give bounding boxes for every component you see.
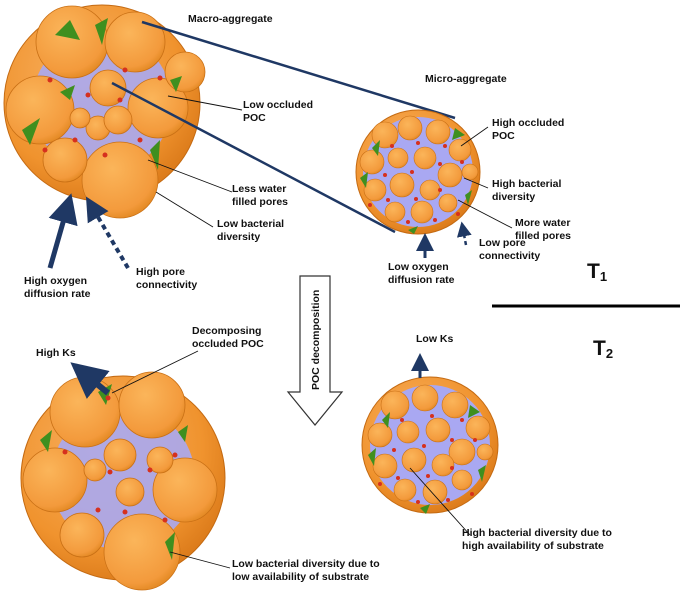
leader-low-occluded-poc (167, 95, 243, 111)
leader-less-water (147, 159, 233, 193)
label-low-div-substrate: Low bacterial diversity due to low avail… (232, 558, 383, 583)
label-low-ks: Low Ks (416, 333, 453, 345)
label-low-oxygen: Low oxygen diffusion rate (388, 261, 455, 286)
label-more-water: More water filled pores (515, 217, 573, 242)
leader-high-bact-div (463, 177, 489, 189)
label-poc-decomposition: POC decomposition (310, 290, 322, 390)
leader-high-div-substrate (409, 467, 471, 536)
low-pore-connectivity-arrow (456, 221, 472, 246)
label-less-water: Less water filled pores (232, 183, 289, 208)
leader-decomposing-poc (111, 350, 199, 394)
zoom-line-top (141, 20, 456, 120)
label-high-bact-div: High bacterial diversity (492, 178, 564, 203)
label-macro-aggregate: Macro-aggregate (188, 13, 273, 25)
leader-more-water (457, 199, 513, 229)
leader-low-div-substrate (169, 551, 231, 569)
label-high-ks: High Ks (36, 347, 76, 359)
label-high-pore-conn: High pore connectivity (136, 266, 197, 291)
micro-aggregate-t2 (361, 376, 499, 514)
high-oxygen-arrow (47, 193, 78, 269)
leader-low-bact-div (155, 191, 214, 228)
label-low-occluded-poc: Low occluded POC (243, 99, 316, 124)
label-low-bact-div: Low bacterial diversity (217, 218, 287, 243)
zoom-line-bottom (111, 81, 396, 234)
label-high-oxygen: High oxygen diffusion rate (24, 275, 91, 300)
high-ks-arrow (70, 362, 110, 399)
leader-high-occluded-poc (460, 126, 489, 147)
label-high-div-substrate: High bacterial diversity due to high ava… (462, 527, 615, 552)
macro-aggregate-t2 (20, 371, 226, 591)
label-low-pore-conn: Low pore connectivity (479, 237, 540, 262)
micro-aggregate-t1 (355, 109, 481, 235)
macro-aggregate-t1 (3, 4, 206, 219)
high-pore-connectivity-arrow (85, 196, 130, 270)
label-t1: T1 (587, 260, 607, 284)
label-high-occluded-poc: High occluded POC (492, 117, 567, 142)
label-micro-aggregate: Micro-aggregate (425, 73, 507, 85)
label-t2: T2 (593, 337, 613, 361)
poc-decomposition-arrow (286, 275, 344, 426)
label-decomposing-poc: Decomposing occluded POC (192, 325, 264, 350)
